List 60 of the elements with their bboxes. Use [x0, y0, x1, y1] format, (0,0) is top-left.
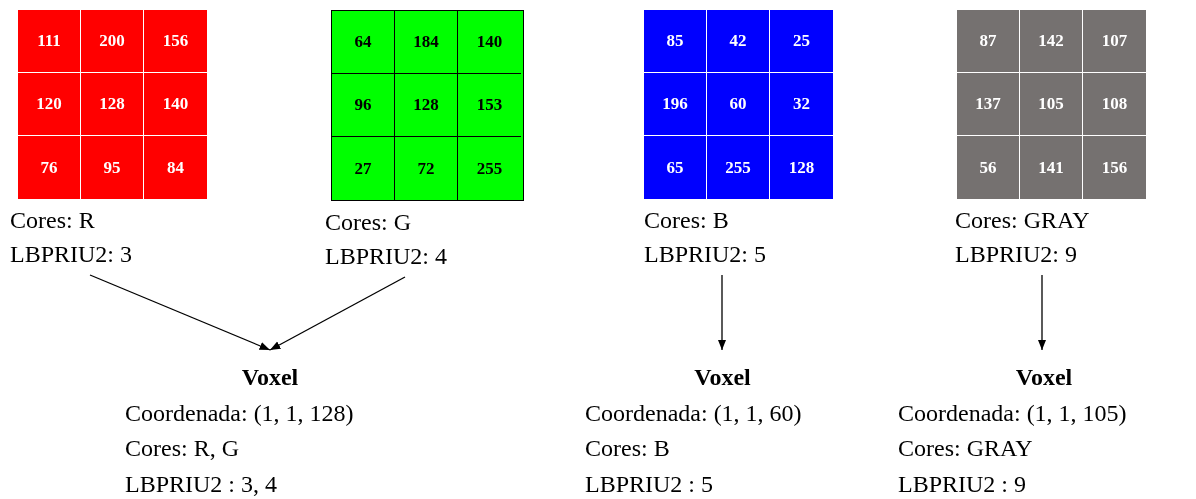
- arrow: [89, 274, 271, 351]
- pixel-value: 60: [707, 73, 770, 136]
- caption-text: LBPRIU2: 9: [955, 240, 1078, 269]
- caption-text: LBPRIU2: 5: [644, 240, 767, 269]
- caption-text: Cores: B: [644, 206, 730, 235]
- pixel-value: 76: [18, 136, 81, 199]
- pixel-value: 128: [787, 156, 816, 179]
- pixel-value: 196: [644, 73, 707, 136]
- pixel-value: 85: [644, 10, 707, 73]
- pixel-value: 184: [395, 11, 458, 74]
- pixel-value: 56: [957, 136, 1020, 199]
- voxel-attribute: Cores: GRAY: [898, 434, 1034, 463]
- pixel-value: 111: [18, 10, 81, 73]
- pixel-value: 137: [957, 73, 1020, 136]
- arrow: [269, 276, 406, 351]
- caption-text: Cores: GRAY: [955, 206, 1091, 235]
- pixel-value: 95: [81, 136, 144, 199]
- caption-text: Cores: G: [325, 208, 412, 237]
- voxel-attribute: LBPRIU2 : 5: [585, 469, 714, 499]
- arrow: [1037, 274, 1047, 351]
- pixel-value: 108: [1083, 73, 1146, 136]
- pixel-value: 120: [18, 73, 81, 136]
- pixel-value: 140: [144, 73, 207, 136]
- pixel-value: 87: [957, 10, 1020, 73]
- voxel-heading: Voxel: [1014, 363, 1074, 392]
- pixel-value: 65: [644, 136, 707, 199]
- pixel-value: 128: [395, 74, 458, 137]
- voxel-attribute: LBPRIU2 : 3, 4: [125, 469, 278, 499]
- voxel-attribute: Coordenada: (1, 1, 105): [898, 398, 1128, 428]
- pixel-value: 27: [332, 137, 395, 200]
- pixel-value: 72: [395, 137, 458, 200]
- voxel-heading: Voxel: [240, 363, 300, 392]
- pixel-value: 141: [1020, 136, 1083, 199]
- caption-text: LBPRIU2: 3: [10, 240, 133, 269]
- pixel-value: 128: [81, 73, 144, 136]
- voxel-attribute: Coordenada: (1, 1, 60): [585, 398, 803, 428]
- pixel-value: 25: [770, 10, 833, 73]
- pixel-value: 255: [707, 136, 770, 199]
- pixel-value: 96: [332, 74, 395, 137]
- pixel-value: 156: [1100, 156, 1129, 179]
- voxel-attribute: LBPRIU2 : 9: [898, 469, 1027, 499]
- voxel-attribute: Coordenada: (1, 1, 128): [125, 398, 355, 428]
- caption-text: Cores: R: [10, 206, 96, 235]
- pixel-value: 200: [81, 10, 144, 73]
- pixel-value: 255: [475, 157, 504, 180]
- pixel-value: 153: [458, 74, 521, 137]
- pixel-value: 84: [166, 156, 185, 179]
- pixel-value: 42: [707, 10, 770, 73]
- voxel-attribute: Cores: B: [585, 434, 671, 463]
- pixel-value: 105: [1020, 73, 1083, 136]
- arrow: [717, 274, 727, 351]
- voxel-heading: Voxel: [693, 363, 752, 392]
- pixel-value: 107: [1083, 10, 1146, 73]
- pixel-value: 64: [332, 11, 395, 74]
- pixel-value: 156: [144, 10, 207, 73]
- voxel-attribute: Cores: R, G: [125, 434, 240, 463]
- pixel-value: 32: [770, 73, 833, 136]
- pixel-value: 142: [1020, 10, 1083, 73]
- caption-text: LBPRIU2: 4: [325, 242, 448, 271]
- pixel-value: 140: [458, 11, 521, 74]
